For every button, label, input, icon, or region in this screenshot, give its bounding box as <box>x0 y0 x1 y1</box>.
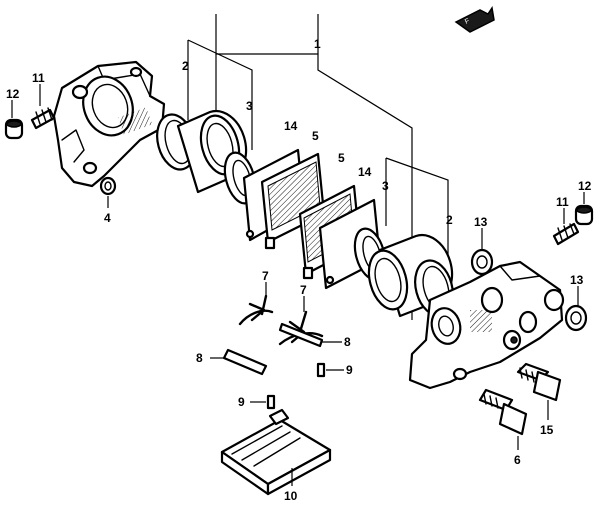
bolt-6 <box>478 388 528 450</box>
pad-spring-10 <box>220 408 332 496</box>
callout-4: 4 <box>104 211 111 225</box>
callout-14-left: 14 <box>284 119 298 133</box>
callout-12-right: 12 <box>578 179 592 193</box>
right-caliper-body <box>408 260 565 390</box>
pad-pin-8-lower <box>210 348 268 376</box>
callout-9-upper: 9 <box>346 363 353 377</box>
callout-13-upper: 13 <box>474 215 488 229</box>
callout-7-left: 7 <box>262 269 269 283</box>
assembly-bracket-lines <box>187 14 449 320</box>
washer-4 <box>99 176 117 208</box>
callout-8-upper: 8 <box>344 335 351 349</box>
callout-labels: 1 2 3 14 5 5 14 3 2 11 12 4 13 11 12 13 … <box>6 37 592 503</box>
callout-15: 15 <box>540 423 554 437</box>
left-bleeder-valve <box>30 84 56 130</box>
callout-2-left: 2 <box>182 59 189 73</box>
callout-5-left: 5 <box>312 129 319 143</box>
front-arrow-icon: F <box>454 6 495 33</box>
callout-3-left: 3 <box>246 99 253 113</box>
callout-11-right: 11 <box>556 195 569 209</box>
svg-text:F: F <box>464 18 471 26</box>
right-bleeder-cap <box>574 192 594 226</box>
callout-1: 1 <box>314 37 321 51</box>
left-caliper-body <box>52 60 166 188</box>
callout-3-right: 3 <box>382 179 389 193</box>
pin-clip-9-upper <box>316 362 344 378</box>
callout-6: 6 <box>514 453 521 467</box>
bolt-15 <box>516 362 562 420</box>
callout-10: 10 <box>284 489 298 503</box>
washer-13-lower <box>564 286 588 332</box>
callout-9-lower: 9 <box>238 395 245 409</box>
callout-7-right: 7 <box>300 283 307 297</box>
spring-clip-7-left <box>238 282 274 326</box>
callout-5-right: 5 <box>338 151 345 165</box>
left-bleeder-cap <box>4 100 24 140</box>
washer-13-upper <box>470 228 494 276</box>
pad-pin-8-upper <box>278 322 342 348</box>
right-bleeder-valve <box>552 208 580 246</box>
callout-11-left: 11 <box>32 71 45 85</box>
pin-clip-9-lower <box>250 394 276 410</box>
callout-12-left: 12 <box>6 87 20 101</box>
callout-14-right: 14 <box>358 165 372 179</box>
callout-13-lower: 13 <box>570 273 584 287</box>
callout-2-right: 2 <box>446 213 453 227</box>
callout-8-lower: 8 <box>196 351 203 365</box>
